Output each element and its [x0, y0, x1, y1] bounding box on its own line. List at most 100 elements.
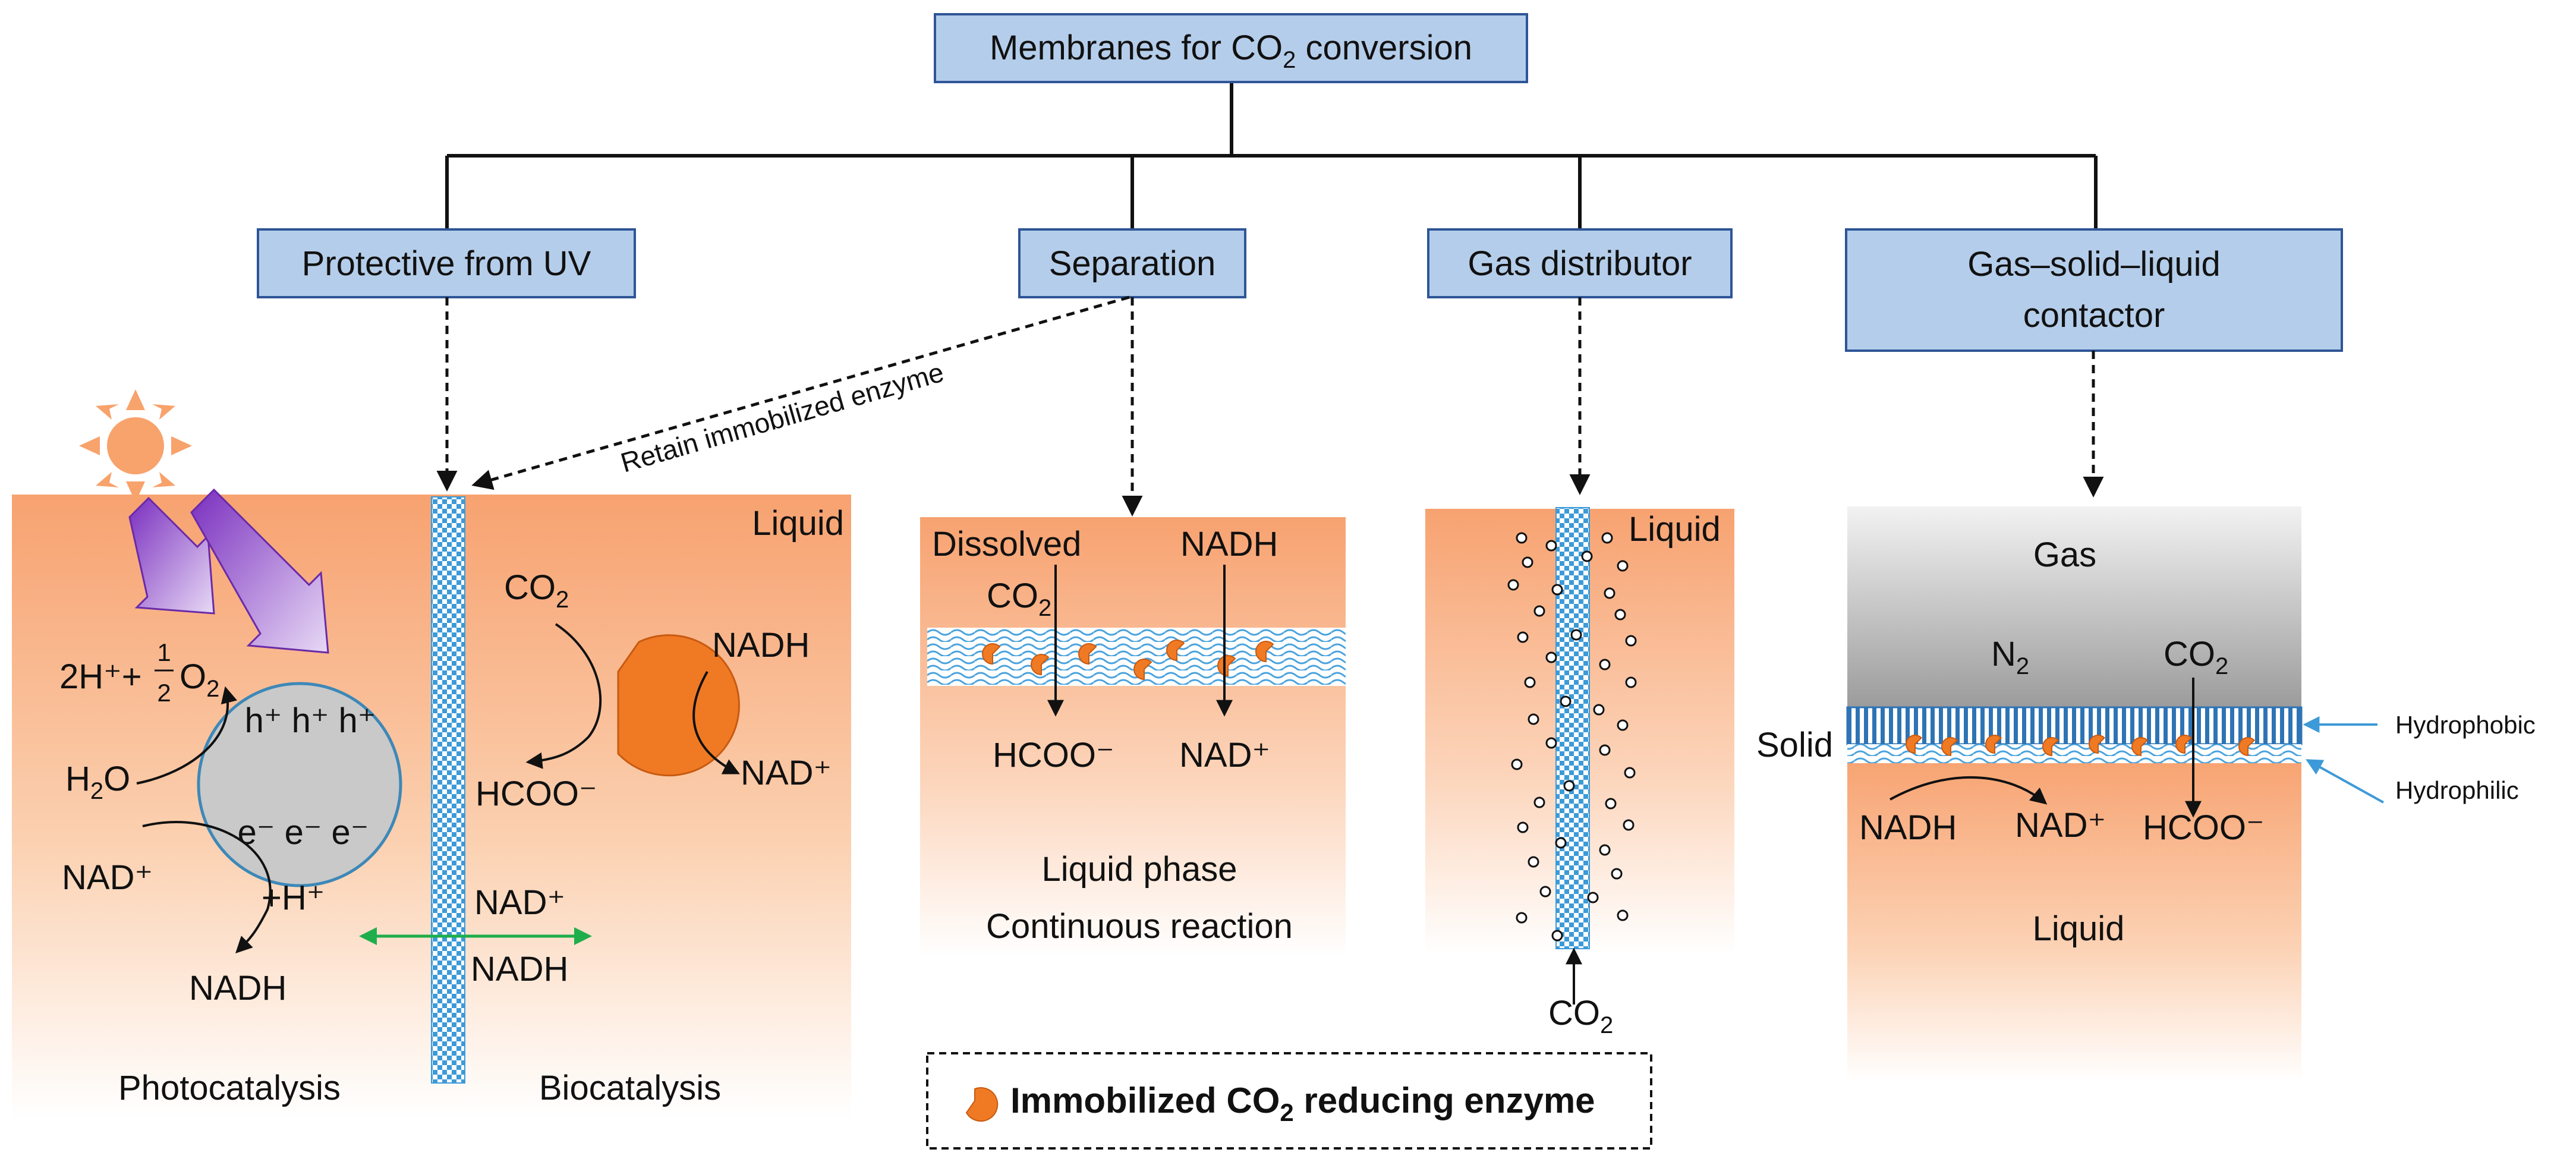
gas-bubble — [1601, 532, 1613, 544]
immobilized-enzyme-icon — [1906, 735, 1923, 754]
dissolved-label: Dissolved — [932, 525, 1081, 563]
gas-bubble — [1516, 532, 1528, 544]
hydrophilic-label: Hydrophilic — [2395, 776, 2519, 804]
immobilized-enzyme-icon — [1255, 641, 1274, 663]
gas-bubble — [1545, 737, 1557, 749]
gas-bubble — [1545, 651, 1557, 663]
separation-hcoo-label: HCOO⁻ — [993, 736, 1114, 774]
gas-bubble — [1581, 550, 1593, 562]
dashed-connectors — [436, 295, 2104, 517]
category-contactor-box: Gas–solid–liquid contactor — [1845, 228, 2343, 352]
gas-bubble — [1614, 609, 1626, 621]
half-denominator: 2 — [157, 679, 171, 707]
exchange-nad-label: NAD⁺ — [474, 883, 565, 922]
enzyme-legend-icon — [965, 1087, 999, 1122]
gas-bubble — [1522, 556, 1533, 568]
immobilized-enzyme-icon — [1031, 654, 1050, 676]
immobilized-enzyme-icon — [2131, 737, 2149, 757]
gas-bubble — [1593, 704, 1605, 716]
gas-bubble — [1599, 744, 1611, 756]
gas-bubble — [1551, 930, 1563, 942]
gas-bubble — [1539, 886, 1551, 898]
immobilized-enzyme-icon — [1078, 643, 1097, 665]
water-label: H2O — [65, 760, 130, 804]
holes-label: h⁺ h⁺ h⁺ — [245, 701, 376, 740]
biocatalysis-label: Biocatalysis — [539, 1069, 721, 1107]
category-gas-distributor-label: Gas distributor — [1467, 244, 1692, 283]
gas-bubble — [1507, 579, 1519, 591]
category-uv-box: Protective from UV — [257, 228, 636, 298]
proton-label: 2H⁺+ — [59, 657, 142, 696]
separation-nadh-label: NADH — [1180, 525, 1278, 563]
bio-nad-label: NAD⁺ — [741, 754, 832, 792]
sun-icon — [79, 389, 192, 502]
uv-protective-membrane — [431, 496, 465, 1084]
panel-photo-bio: Liquid h⁺ h⁺ h⁺ e⁻ e⁻ e⁻ 2H⁺+ — [12, 389, 851, 1119]
category-uv-label: Protective from UV — [302, 244, 591, 283]
gas-bubble — [1516, 912, 1528, 924]
gas-bubble — [1511, 758, 1523, 770]
gas-bubble — [1517, 631, 1529, 643]
bio-co2-label: CO2 — [504, 568, 569, 613]
liquid-phase-label: Liquid phase — [1042, 850, 1237, 889]
immobilized-enzyme-icon — [2042, 737, 2059, 757]
gas-distributor-liquid-label: Liquid — [1629, 510, 1721, 549]
gas-bubble — [1587, 892, 1599, 903]
gas-bubble — [1617, 560, 1629, 572]
gas-phase — [1847, 506, 2301, 709]
immobilized-enzyme-icon — [2089, 735, 2106, 754]
biocatalyst-enzyme-icon — [617, 634, 740, 777]
solid-label: Solid — [1756, 726, 1833, 764]
category-separation-label: Separation — [1049, 244, 1216, 283]
uv-arrow-icon — [128, 488, 329, 654]
gas-bubble — [1599, 659, 1611, 670]
legend-label: Immobilized CO2 reducing enzyme — [1010, 1081, 1595, 1126]
legend: Immobilized CO2 reducing enzyme — [926, 1052, 1652, 1150]
immobilized-enzyme-icon — [2175, 735, 2193, 754]
category-contactor-label-1: Gas–solid–liquid — [1967, 245, 2221, 284]
immobilized-enzyme-icon — [1166, 640, 1185, 662]
contactor-hcoo-label: HCOO⁻ — [2143, 808, 2265, 847]
plus-h-label: +H⁺ — [262, 879, 325, 917]
retain-enzyme-label: Retain immobilized enzyme — [617, 357, 947, 478]
n2-label: N2 — [1991, 635, 2029, 679]
hydrophobic-layer — [1846, 706, 2303, 745]
gas-bubble — [1599, 844, 1611, 856]
photocatalysis-label: Photocatalysis — [118, 1069, 341, 1107]
oxygen-label: O2 — [179, 657, 219, 702]
gas-bubble — [1563, 780, 1575, 792]
immobilized-enzyme-icon — [2238, 737, 2256, 757]
continuous-reaction-label: Continuous reaction — [986, 907, 1293, 946]
contactor-co2-label: CO2 — [2164, 635, 2228, 679]
root-box: Membranes for CO2 conversion — [934, 13, 1528, 83]
gas-bubble — [1555, 837, 1567, 849]
panel1-liquid-label: Liquid — [752, 504, 844, 543]
exchange-nadh-label: NADH — [471, 950, 568, 988]
immobilized-enzyme-icon — [1941, 737, 1958, 757]
category-separation-box: Separation — [1018, 228, 1246, 298]
gas-distributor-co2-label: CO2 — [1548, 994, 1613, 1038]
gas-bubble — [1517, 821, 1529, 833]
gas-bubble — [1625, 676, 1637, 688]
gas-bubble — [1617, 909, 1629, 921]
gas-bubble — [1605, 798, 1617, 810]
gas-bubble — [1623, 819, 1635, 831]
bio-hcoo-label: HCOO⁻ — [475, 774, 597, 813]
separation-nad-label: NAD⁺ — [1179, 736, 1270, 774]
contactor-liquid-label: Liquid — [2033, 909, 2125, 948]
gas-bubble — [1625, 635, 1637, 647]
category-contactor-label-2: contactor — [2023, 296, 2165, 335]
gas-bubbles — [1507, 532, 1637, 942]
gas-bubble — [1570, 629, 1582, 641]
tree-connectors — [445, 82, 2098, 229]
panel-contactor: Gas N2 CO2 Solid Hydrophobic Hydrophilic… — [1756, 506, 2536, 1082]
hydrophobic-label: Hydrophobic — [2395, 711, 2536, 739]
nadh-label: NADH — [189, 969, 286, 1007]
photocatalyst-particle — [197, 682, 402, 887]
electrons-label: e⁻ e⁻ e⁻ — [238, 813, 369, 852]
gas-bubble — [1533, 796, 1545, 808]
contactor-nadh-label: NADH — [1859, 808, 1957, 847]
gas-bubble — [1617, 719, 1629, 731]
gas-bubble — [1528, 856, 1539, 868]
